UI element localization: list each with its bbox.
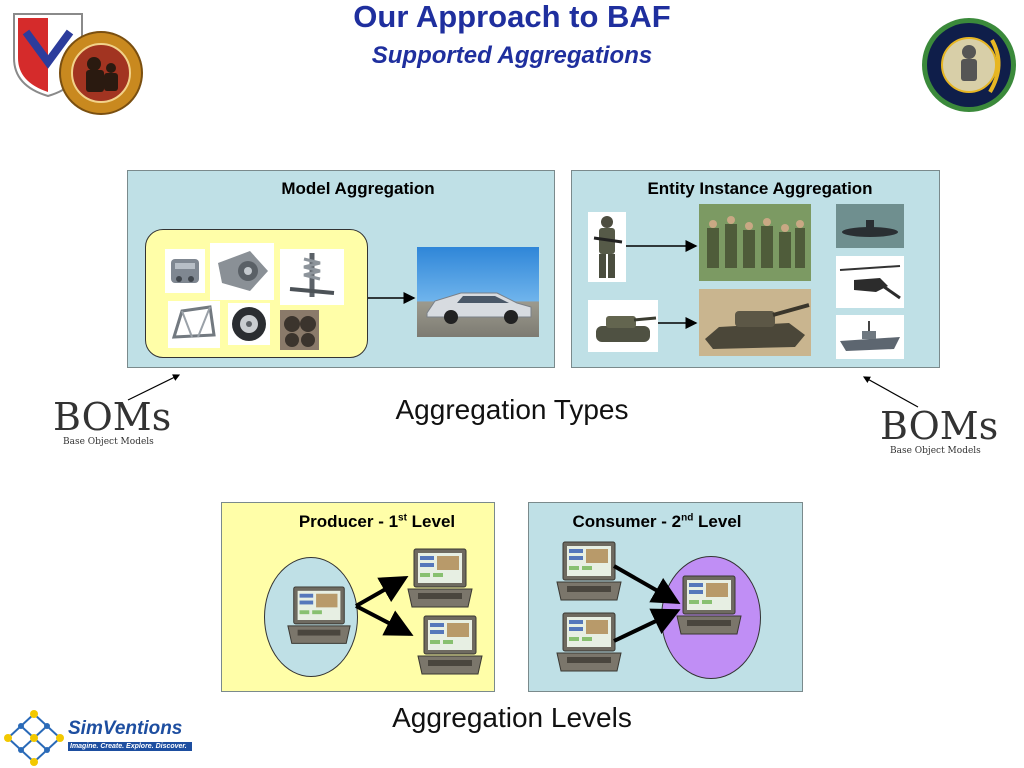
laptop-icon xyxy=(284,585,354,647)
helicopter-icon xyxy=(836,256,904,308)
page-subtitle: Supported Aggregations xyxy=(371,42,653,69)
tank-small-icon xyxy=(588,300,658,352)
laptop-icon xyxy=(404,547,476,611)
page-title: Our Approach to BAF xyxy=(353,0,671,34)
soldier-icon xyxy=(588,212,626,282)
warship-icon xyxy=(836,315,904,359)
simventions-wordmark: SimVentions xyxy=(68,718,183,739)
model-aggregation-title: Model Aggregation xyxy=(281,179,435,198)
simventions-lattice-icon xyxy=(4,710,64,766)
entity-aggregation-title: Entity Instance Aggregation xyxy=(647,179,873,198)
transmission-part-icon xyxy=(210,243,274,300)
tire-part-icon xyxy=(228,303,270,345)
laptop-icon xyxy=(553,540,625,604)
car-icon xyxy=(417,247,539,337)
laptop-icon xyxy=(673,574,745,638)
consumer-level-title: Consumer - 2nd Level xyxy=(572,512,742,531)
laptop-icon xyxy=(414,614,486,678)
simulation-center-seal-logo xyxy=(920,16,1018,114)
engine-part-icon xyxy=(165,249,205,293)
laptop-icon xyxy=(553,611,625,675)
boms-right-logo: BOMs Base Object Models xyxy=(880,406,1020,466)
producer-level-panel: Producer - 1st Level xyxy=(221,502,495,692)
producer-level-title: Producer - 1st Level xyxy=(298,512,456,531)
aggregation-types-label: Aggregation Types xyxy=(395,394,629,425)
boms-left-caption: Base Object Models xyxy=(63,437,154,447)
tank-icon xyxy=(699,289,811,356)
chassis-part-icon xyxy=(168,301,220,348)
submarine-icon xyxy=(836,204,904,248)
boms-left-name: BOMs xyxy=(53,395,172,439)
aggregation-levels-label: Aggregation Levels xyxy=(392,702,632,733)
boms-right-caption: Base Object Models xyxy=(890,446,981,456)
simventions-logo: SimVentions Imagine. Create. Explore. Di… xyxy=(2,710,192,766)
suspension-part-icon xyxy=(280,249,344,305)
research-command-seal-logo xyxy=(58,30,144,116)
troops-icon xyxy=(699,204,811,281)
boms-right-name: BOMs xyxy=(880,404,999,448)
boms-left-logo: BOMs Base Object Models xyxy=(53,397,193,457)
simventions-tagline: Imagine. Create. Explore. Discover. xyxy=(68,742,192,751)
brake-part-icon xyxy=(280,310,319,350)
